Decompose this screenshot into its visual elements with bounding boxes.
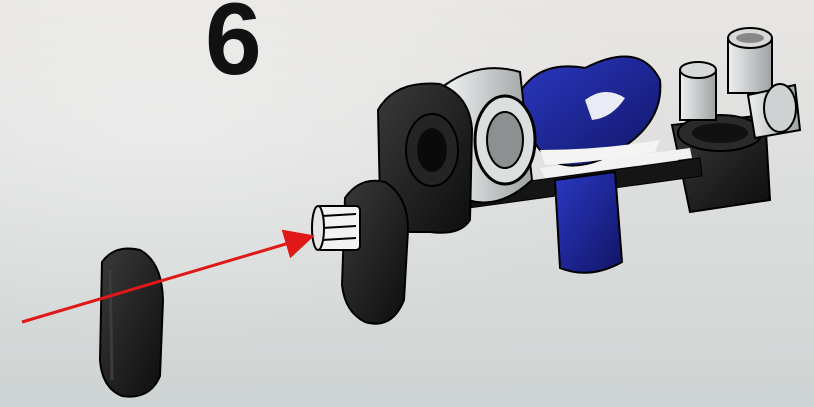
- black-beam-loose: [100, 249, 163, 397]
- axle-pin-white: [312, 206, 360, 250]
- black-connector-with-pins: [672, 28, 800, 212]
- black-beam-mounted: [342, 84, 472, 324]
- assembly-arrow: [22, 238, 306, 322]
